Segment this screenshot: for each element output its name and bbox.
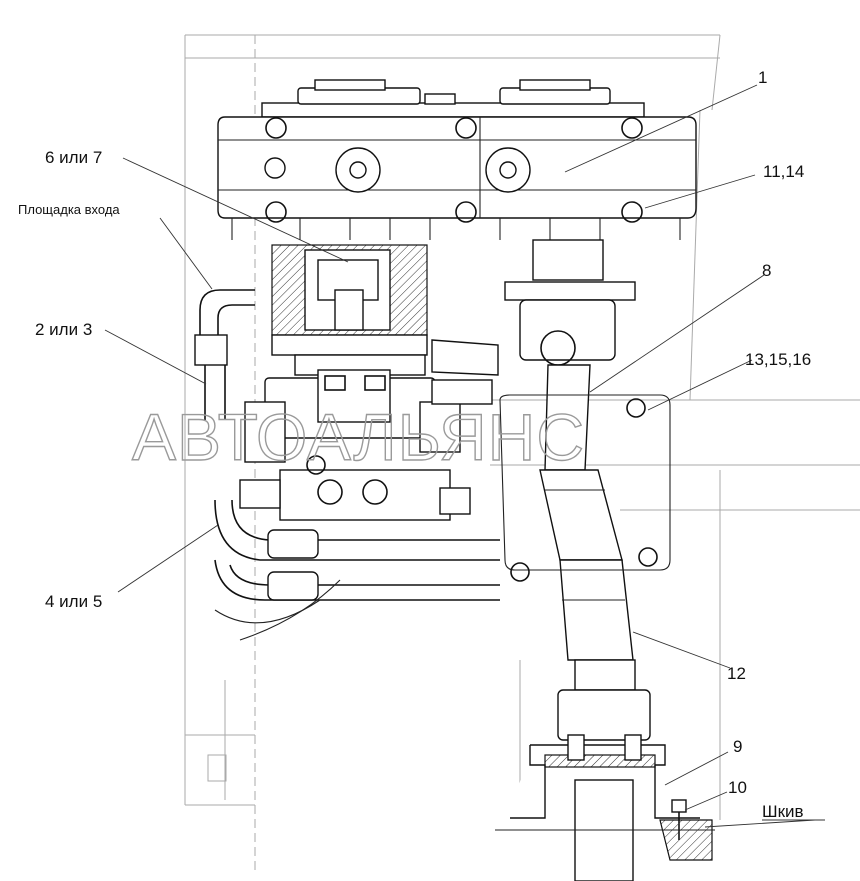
label-10: 10 — [728, 778, 747, 797]
label-13-15-16: 13,15,16 — [745, 350, 811, 369]
coupling-section — [271, 244, 428, 356]
label-2-or-3: 2 или 3 — [35, 320, 92, 339]
pulley-bracket — [495, 734, 715, 881]
leader-lines — [104, 84, 825, 828]
hoses — [194, 289, 500, 641]
frame-lines — [184, 34, 860, 870]
valve-body — [239, 339, 499, 521]
label-12: 12 — [727, 664, 746, 683]
label-9: 9 — [733, 737, 742, 756]
gearbox-housing — [217, 79, 697, 240]
label-1: 1 — [758, 68, 767, 87]
drive-shaft — [499, 239, 671, 741]
label-platform: Площадка входа — [18, 202, 120, 217]
watermark-text: АВТОАЛЬЯНС — [132, 400, 585, 474]
label-8: 8 — [762, 261, 771, 280]
label-11-14: 11,14 — [763, 162, 804, 181]
label-4-or-5: 4 или 5 — [45, 592, 102, 611]
label-6-or-7: 6 или 7 — [45, 148, 102, 167]
label-pulley: Шкив — [762, 802, 804, 821]
